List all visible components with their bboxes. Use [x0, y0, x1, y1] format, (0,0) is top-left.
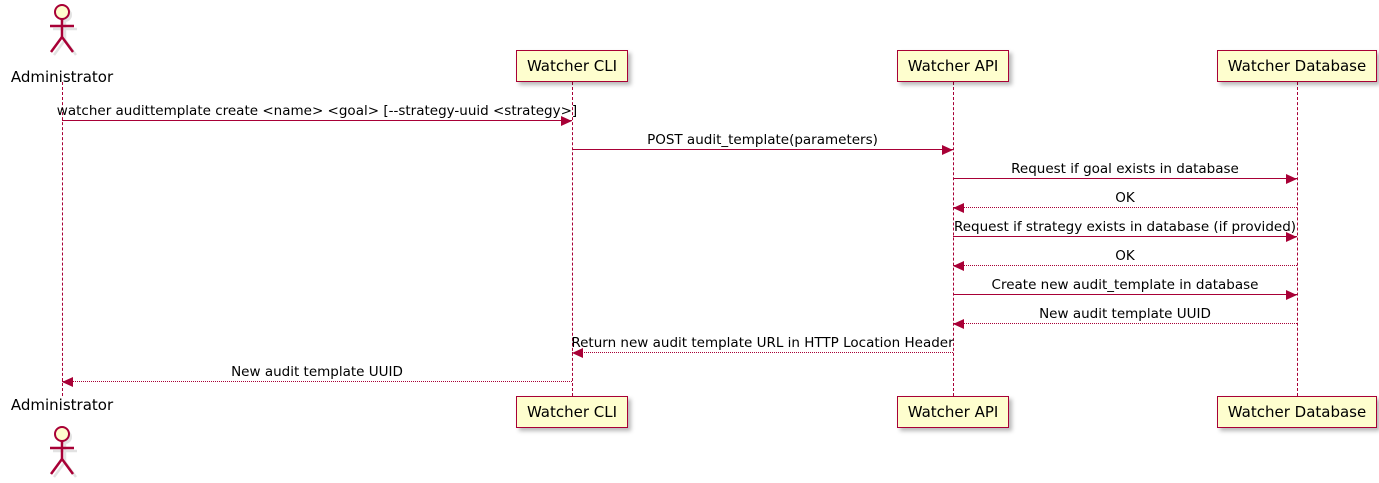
- message-arrowhead-4: [953, 202, 964, 213]
- message-label-7: Create new audit_template in database: [991, 277, 1259, 293]
- lifeline-watcher-api: [953, 82, 954, 396]
- message-arrowhead-2: [942, 144, 953, 155]
- participant-box-watcher-cli-top[interactable]: Watcher CLI: [515, 50, 629, 82]
- lifeline-administrator: [62, 82, 63, 396]
- message-arrowhead-5: [1286, 231, 1297, 242]
- message-label-3: Request if goal exists in database: [1011, 161, 1239, 177]
- message-line-3: [953, 178, 1297, 179]
- message-label-2: POST audit_template(parameters): [647, 132, 878, 148]
- message-arrowhead-10: [62, 376, 73, 387]
- message-label-1: watcher audittemplate create <name> <goa…: [56, 103, 578, 119]
- actor-label-administrator-bottom: Administrator: [10, 396, 114, 414]
- message-line-2: [572, 149, 953, 150]
- message-line-10: [62, 381, 572, 382]
- message-line-1: [62, 120, 572, 121]
- message-label-9: Return new audit template URL in HTTP Lo…: [571, 335, 954, 351]
- message-arrowhead-3: [1286, 173, 1297, 184]
- participant-box-watcher-api-top[interactable]: Watcher API: [896, 50, 1010, 82]
- lifeline-watcher-cli: [572, 82, 573, 396]
- message-label-6: OK: [1115, 248, 1135, 264]
- participant-box-watcher-database-bottom[interactable]: Watcher Database: [1216, 396, 1378, 428]
- message-arrowhead-1: [561, 115, 572, 126]
- message-line-5: [953, 236, 1297, 237]
- message-label-10: New audit template UUID: [231, 364, 403, 380]
- actor-figure-administrator-top: [40, 2, 84, 60]
- message-line-6: [953, 265, 1297, 266]
- message-arrowhead-8: [953, 318, 964, 329]
- message-label-4: OK: [1115, 190, 1135, 206]
- participant-box-watcher-api-bottom[interactable]: Watcher API: [896, 396, 1010, 428]
- participant-box-watcher-database-top[interactable]: Watcher Database: [1216, 50, 1378, 82]
- message-label-8: New audit template UUID: [1039, 306, 1211, 322]
- message-line-9: [572, 352, 953, 353]
- message-arrowhead-7: [1286, 289, 1297, 300]
- actor-figure-administrator-bottom: [40, 424, 84, 482]
- message-line-4: [953, 207, 1297, 208]
- message-arrowhead-9: [572, 347, 583, 358]
- lifeline-watcher-database: [1297, 82, 1298, 396]
- message-arrowhead-6: [953, 260, 964, 271]
- actor-label-administrator-top: Administrator: [10, 68, 114, 86]
- message-line-7: [953, 294, 1297, 295]
- message-line-8: [953, 323, 1297, 324]
- participant-box-watcher-cli-bottom[interactable]: Watcher CLI: [515, 396, 629, 428]
- message-label-5: Request if strategy exists in database (…: [953, 219, 1297, 235]
